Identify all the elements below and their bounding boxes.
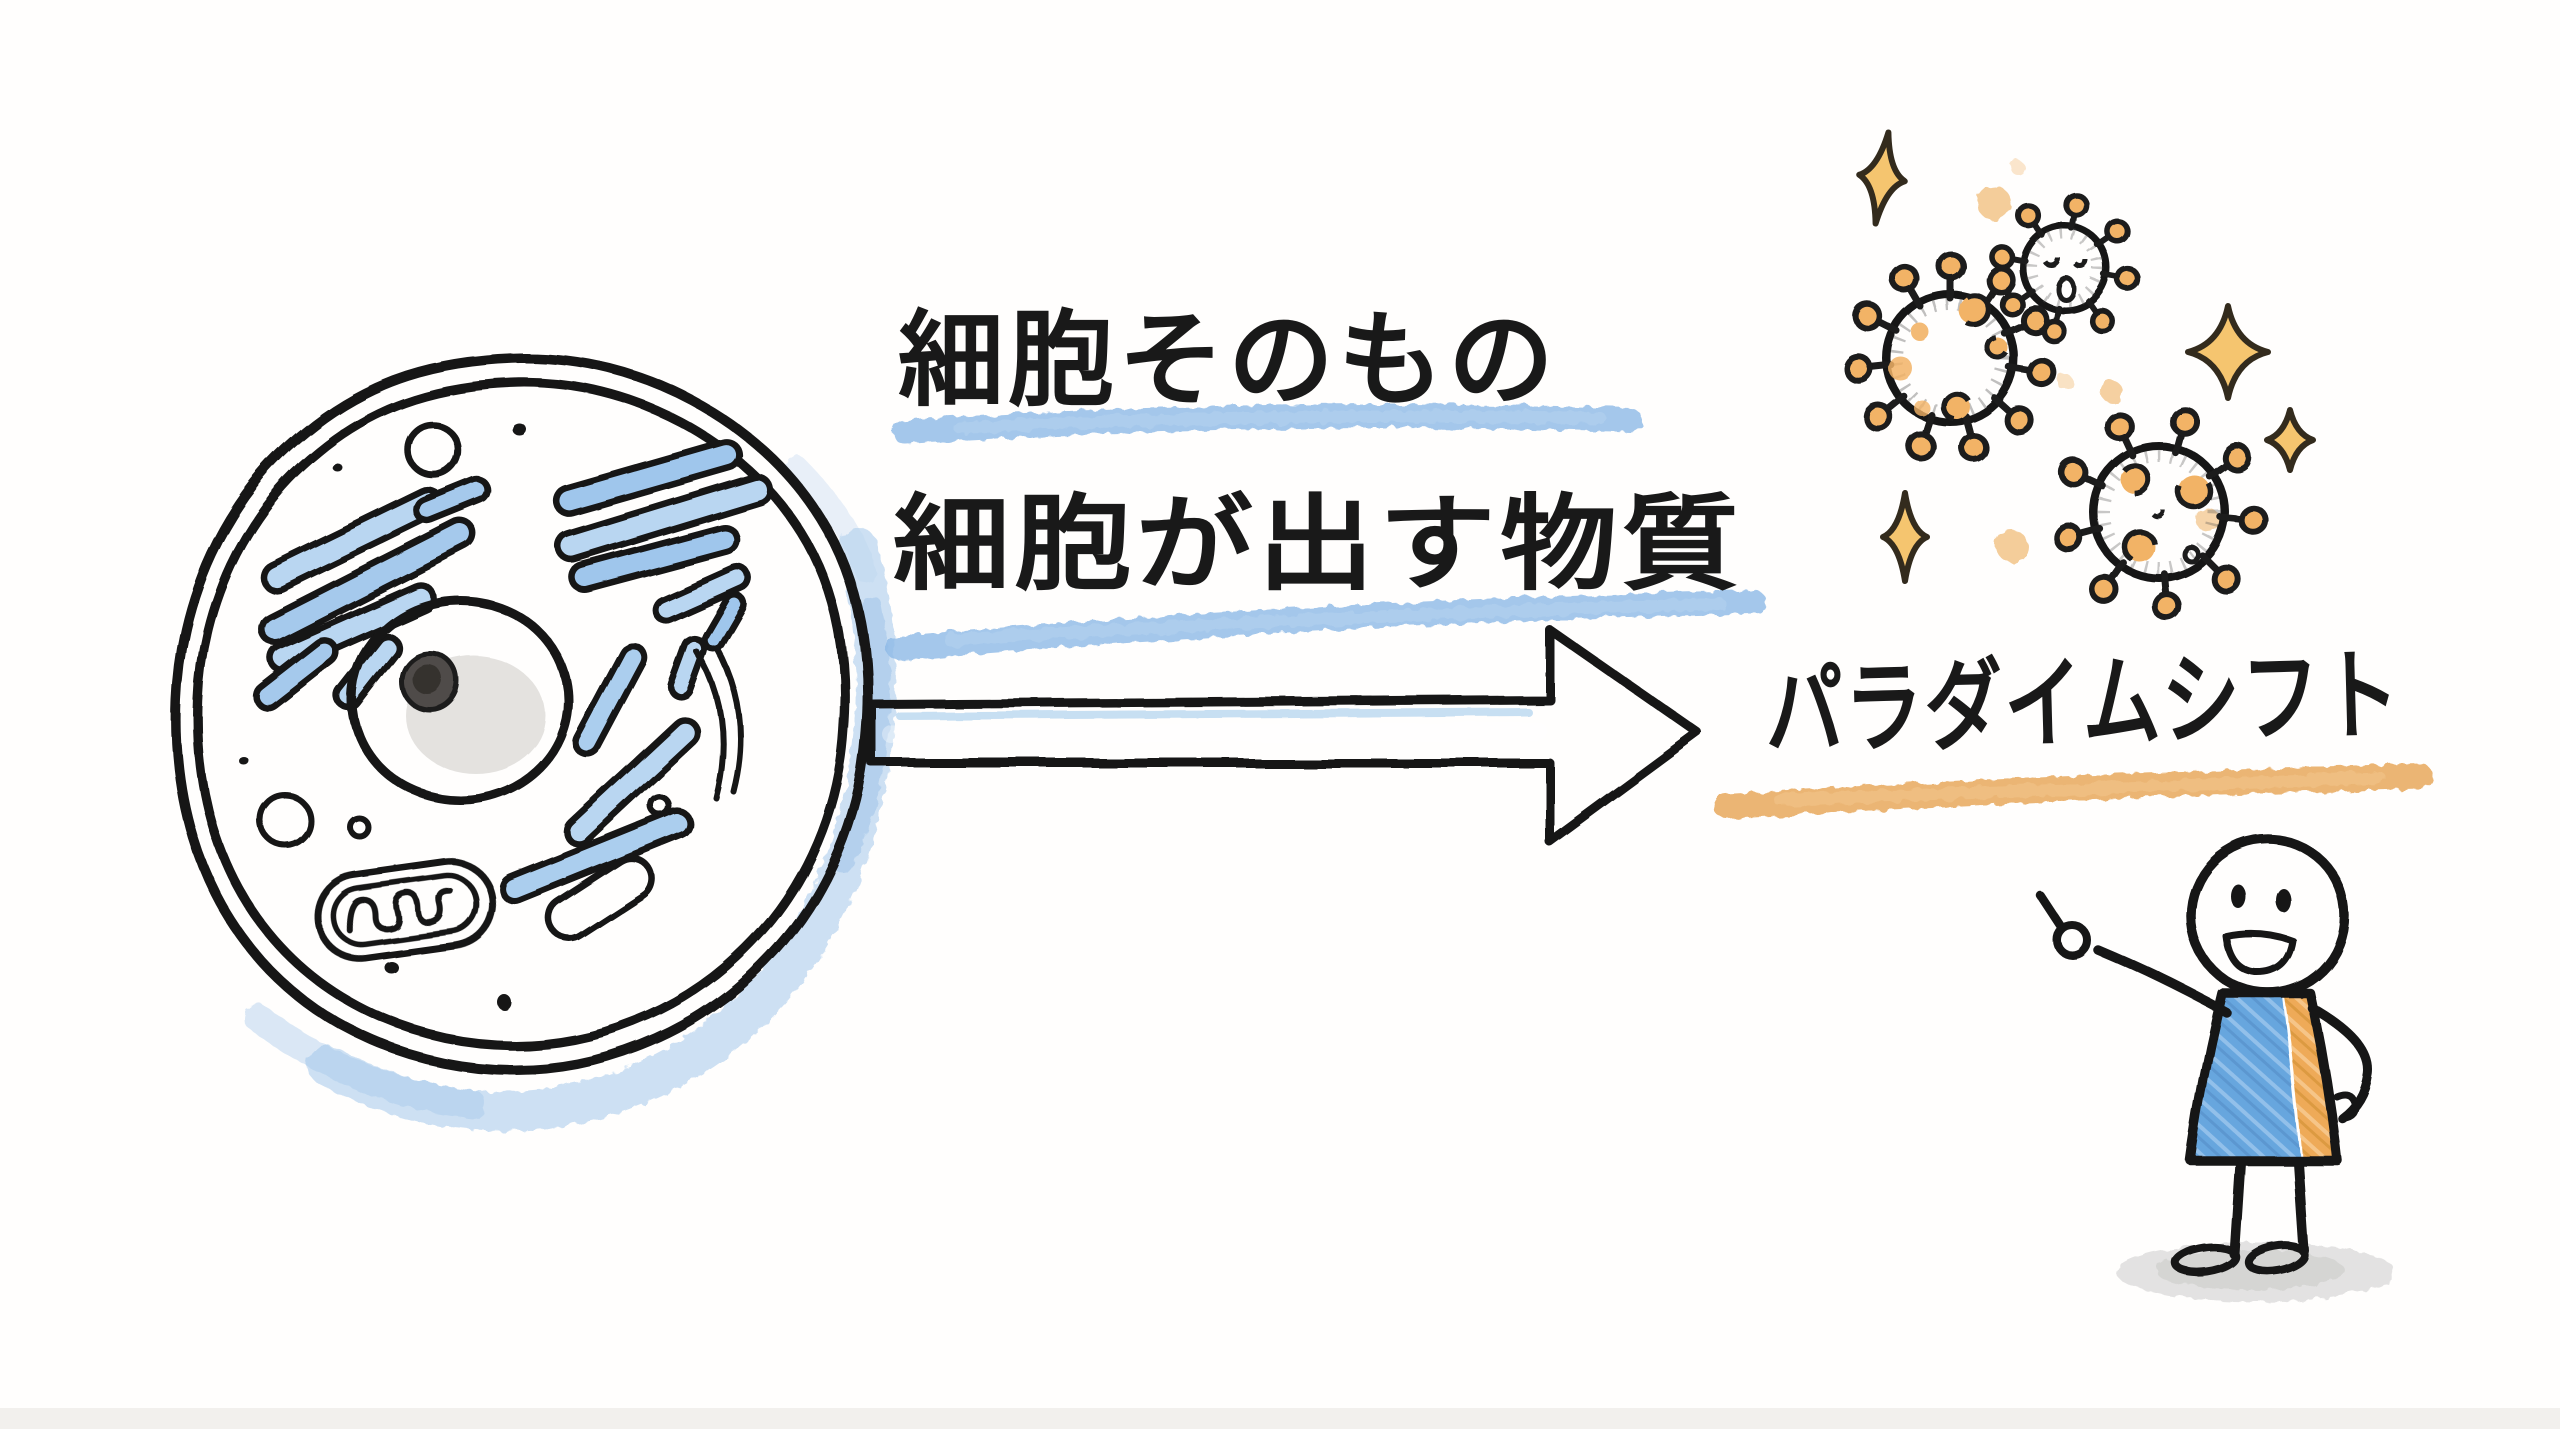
- figure-shirt-orange: [2284, 996, 2336, 1158]
- cell-nucleus: [347, 595, 573, 805]
- figure-leg-left: [2229, 1157, 2245, 1259]
- pointing-stick-figure-icon: [2036, 834, 2396, 1302]
- page-bottom-edge: [0, 1408, 2560, 1429]
- figure-smile: [2222, 929, 2297, 977]
- figure-head: [2186, 834, 2350, 998]
- figure-arm-pointing: [2093, 945, 2231, 1017]
- sparkle-icon: [2264, 407, 2316, 473]
- blue-capsule-organelle: [545, 854, 655, 942]
- orange-crayon-dots: [1977, 161, 2220, 562]
- figure-foot-left: [2172, 1243, 2240, 1277]
- smooth-endoplasmic-reticulum: [499, 635, 744, 905]
- orange-highlighter-underline: [1713, 763, 2433, 819]
- exosome-icon-medium: [2053, 406, 2267, 620]
- virus-particle-icons: [1844, 129, 2316, 620]
- figure-hand: [2053, 921, 2091, 959]
- source-label-line1: 細胞そのもの: [898, 299, 1558, 421]
- source-label-line2: 細胞が出す物質: [893, 483, 1743, 605]
- exosome-icon-large: [1844, 253, 2055, 463]
- figure-leg-right: [2292, 1157, 2308, 1255]
- cell-shadow: [244, 455, 896, 1132]
- sparkle-icon: [1880, 490, 1930, 584]
- source-labels: 細胞そのもの 細胞が出す物質: [886, 299, 1766, 660]
- sparkle-icon: [2185, 303, 2271, 401]
- figure-shirt-blue: [2192, 996, 2300, 1158]
- cell-outer-membrane: [170, 352, 873, 1075]
- sparkle-icon: [1856, 129, 1908, 227]
- result-label: パラダイムシフト: [1764, 636, 2403, 770]
- golgi-apparatus: [552, 439, 774, 653]
- figure-hip-hand: [2332, 1090, 2359, 1122]
- figure-foot-right: [2244, 1241, 2308, 1275]
- mitochondrion: [313, 858, 497, 962]
- figure-eye-right: [2276, 889, 2292, 913]
- figure-finger: [2036, 891, 2067, 933]
- figure-body: [2185, 988, 2342, 1165]
- right-arrow-icon: [867, 625, 1703, 847]
- sparkle-icons: [1856, 129, 2316, 584]
- result-label-group: パラダイムシフト: [1713, 636, 2433, 819]
- blue-highlighter-underlines: [886, 404, 1766, 660]
- figure-eye-left: [2230, 884, 2246, 908]
- cell-vesicles: [240, 421, 672, 1010]
- exosome-icon-small: [1990, 193, 2139, 342]
- animal-cell-sketch-icon: [170, 352, 896, 1132]
